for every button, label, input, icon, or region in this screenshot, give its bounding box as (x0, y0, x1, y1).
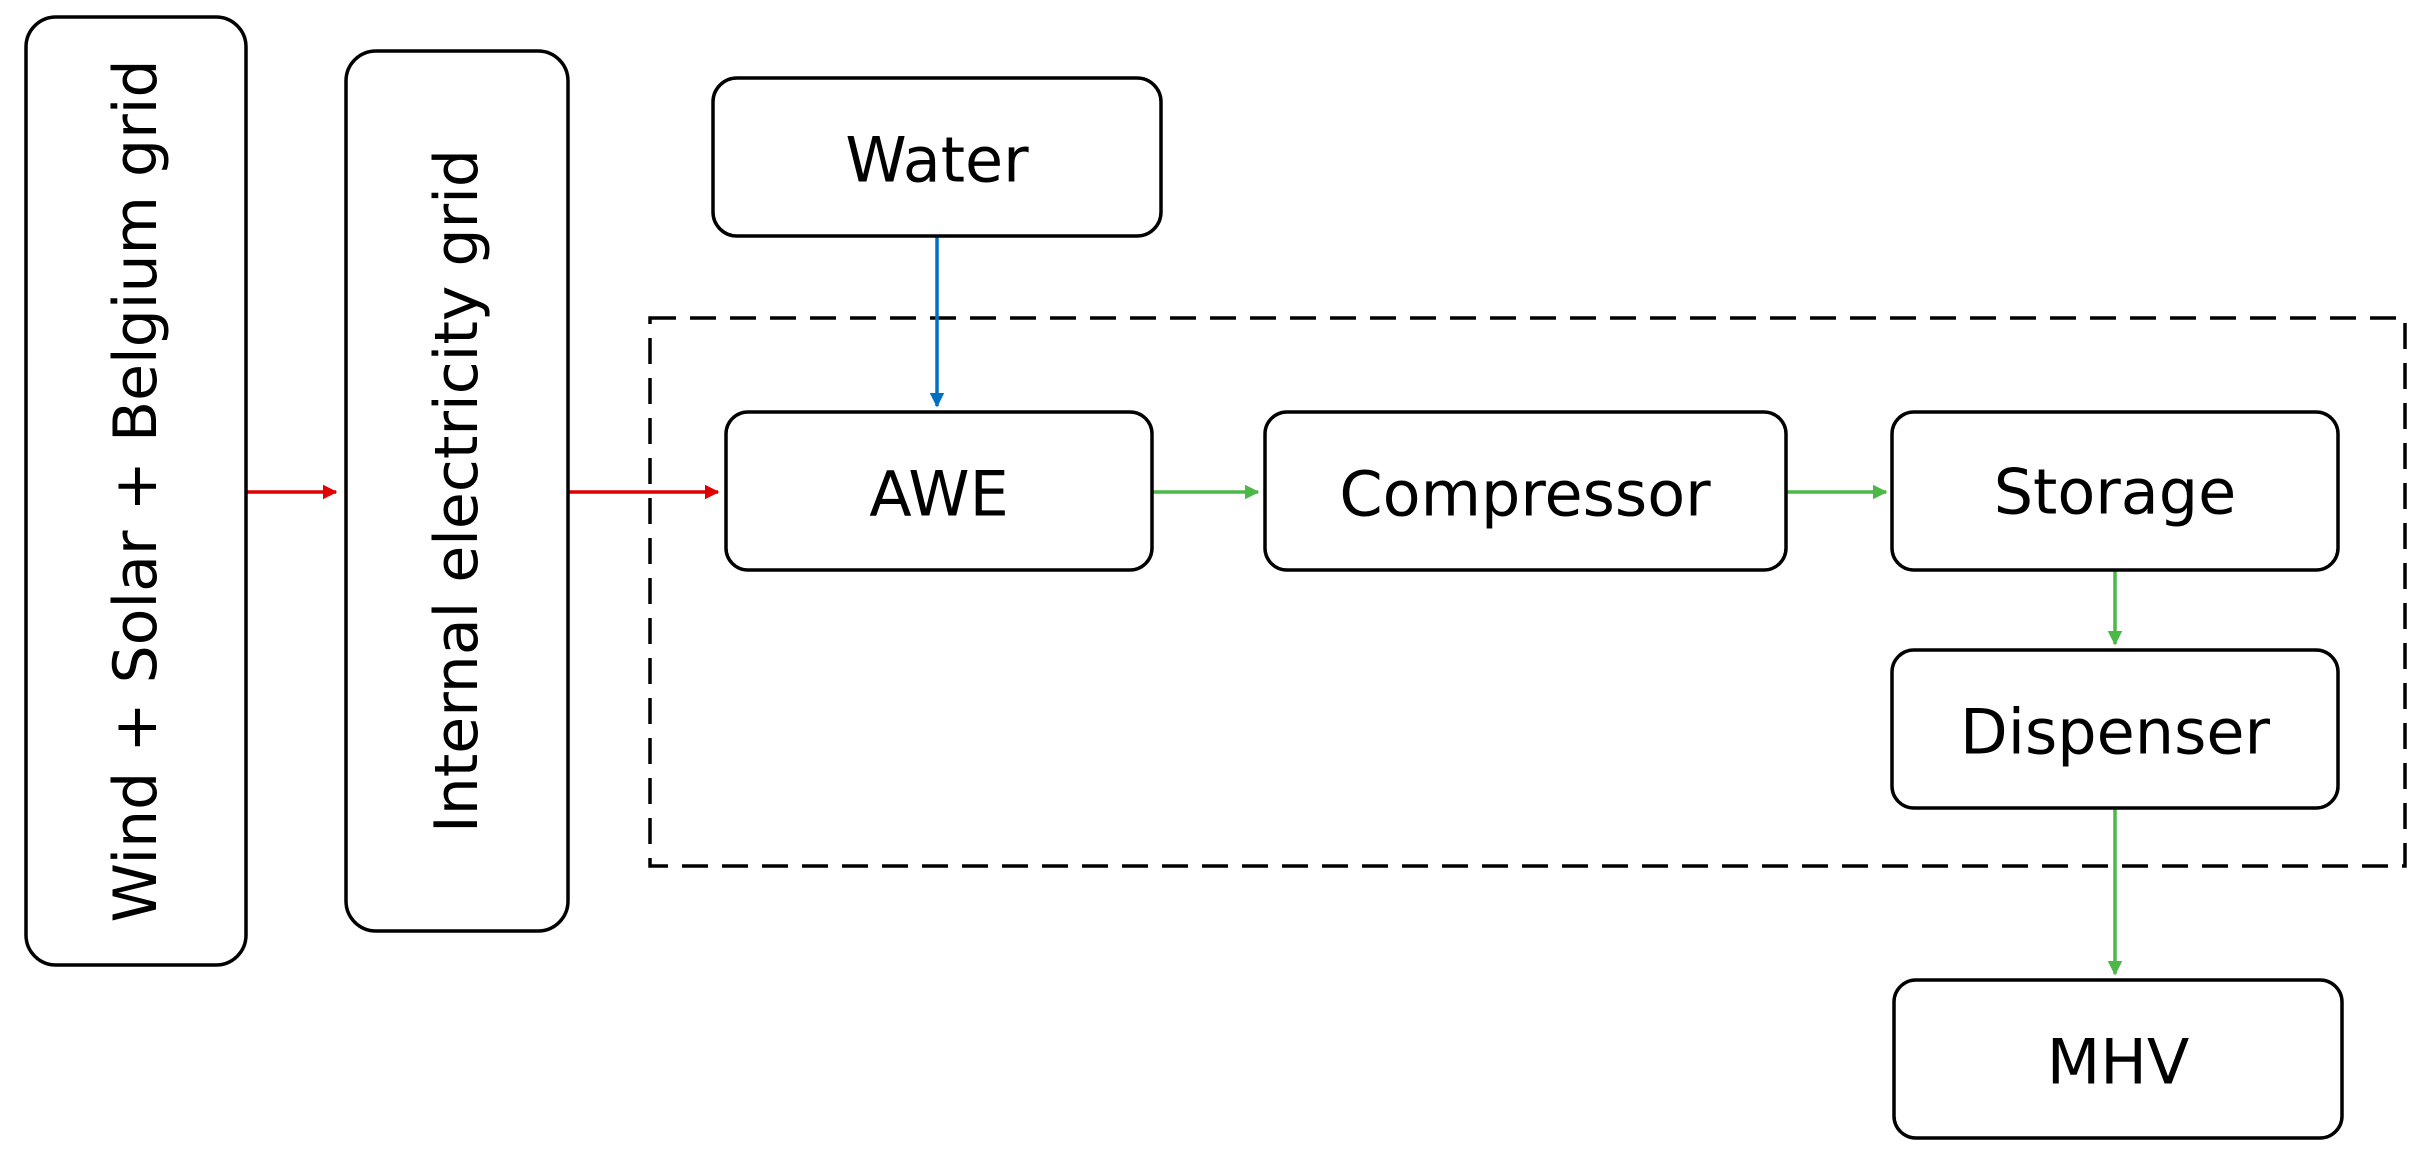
dispenser-label: Dispenser (1960, 696, 2271, 769)
storage-label: Storage (1994, 456, 2237, 529)
awe-label: AWE (869, 458, 1009, 531)
water-node: Water (711, 76, 1163, 238)
compressor-label: Compressor (1339, 458, 1711, 531)
dispenser-node: Dispenser (1890, 648, 2340, 810)
sources-label: Wind + Solar + Belgium grid (101, 59, 171, 922)
sources-node: Wind + Solar + Belgium grid (24, 15, 248, 967)
internal-grid-node: Internal electricity grid (344, 49, 570, 933)
mhv-label: MHV (2047, 1026, 2190, 1099)
system-boundary (648, 316, 2407, 868)
awe-node: AWE (724, 410, 1154, 572)
internal-grid-label: Internal electricity grid (422, 149, 492, 833)
compressor-node: Compressor (1263, 410, 1788, 572)
storage-node: Storage (1890, 410, 2340, 572)
mhv-node: MHV (1892, 978, 2344, 1140)
water-label: Water (845, 124, 1029, 197)
